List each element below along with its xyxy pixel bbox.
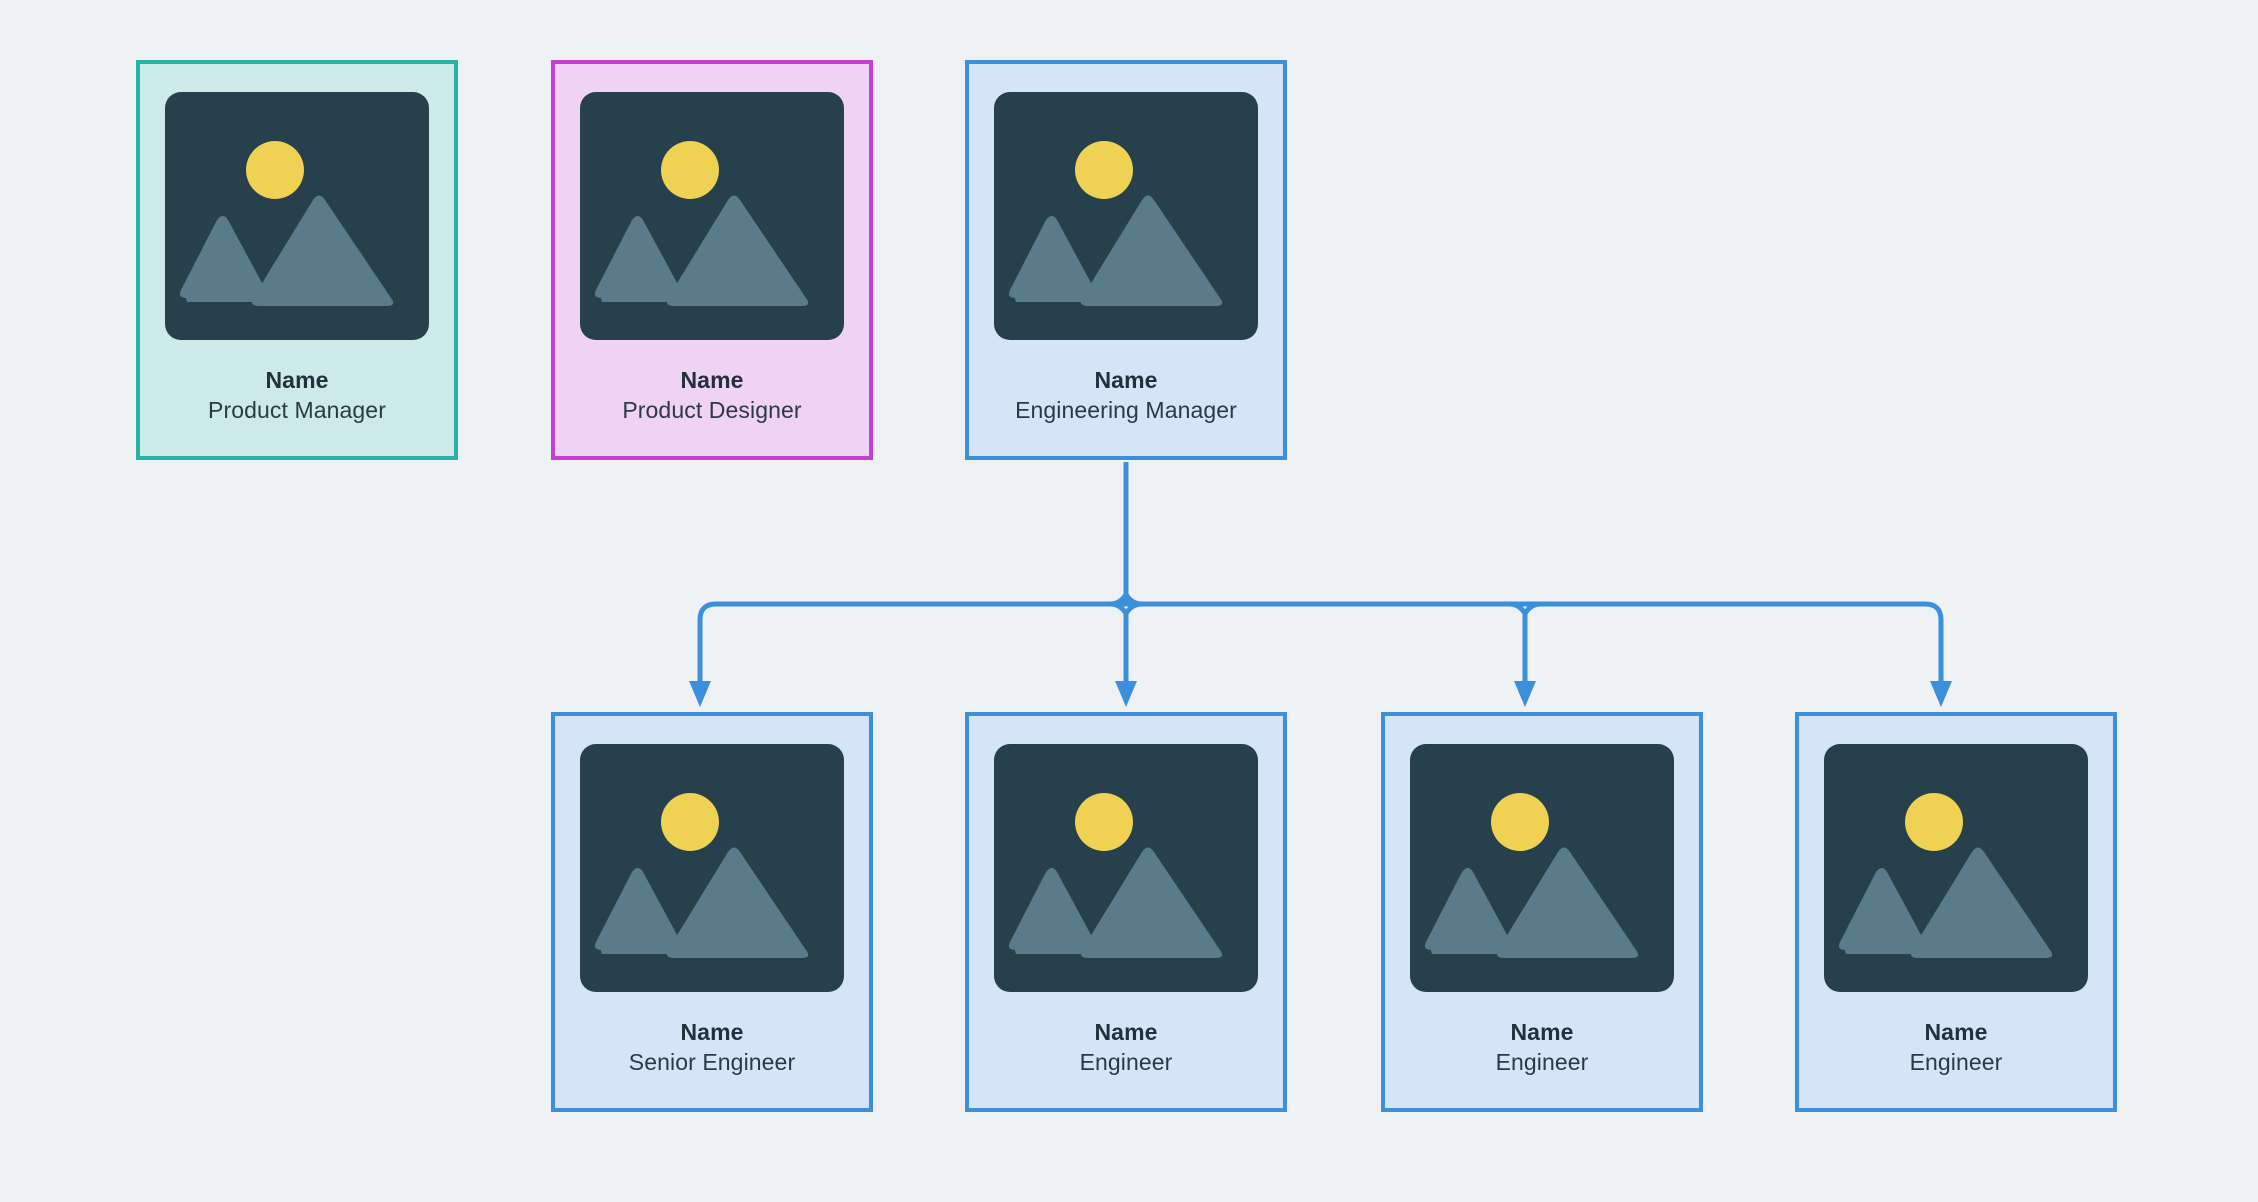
card-name: Name	[1924, 1019, 1988, 1045]
image-placeholder-icon	[994, 744, 1258, 992]
sun-icon	[1905, 793, 1963, 851]
card-role: Senior Engineer	[628, 1048, 796, 1075]
connector-line	[1924, 601, 1944, 681]
mountain-icon	[251, 195, 394, 306]
mountain-icon	[1008, 868, 1097, 950]
card-text-block: Name Engineering Manager	[969, 366, 1283, 425]
card-role: Engineering Manager	[1015, 396, 1237, 423]
image-placeholder-icon	[580, 744, 844, 992]
card-role: Product Manager	[208, 396, 386, 423]
arrow-down-icon	[1115, 681, 1137, 707]
arrow-down-icon	[1930, 681, 1952, 707]
card-text-block: Name Product Manager	[140, 366, 454, 425]
image-placeholder-icon	[580, 92, 844, 340]
card-name: Name	[680, 367, 744, 393]
node-card-engineering-manager[interactable]: Name Engineering Manager	[965, 60, 1287, 460]
card-text-block: Name Engineer	[1799, 1018, 2113, 1077]
node-card-senior-engineer[interactable]: Name Senior Engineer	[551, 712, 873, 1112]
mountain-icon	[1424, 868, 1513, 950]
card-text-block: Name Engineer	[969, 1018, 1283, 1077]
sun-icon	[661, 793, 719, 851]
mountain-icon	[179, 216, 268, 298]
mountain-icon	[666, 195, 809, 306]
card-role: Product Designer	[622, 396, 802, 423]
mountain-icon	[1838, 868, 1927, 950]
node-card-product-designer[interactable]: Name Product Designer	[551, 60, 873, 460]
connector-line	[1123, 593, 1143, 607]
sun-icon	[661, 141, 719, 199]
connector-line	[1508, 601, 1528, 615]
card-role: Engineer	[1495, 1048, 1589, 1075]
connector-line	[1109, 601, 1129, 615]
mountain-icon	[1008, 216, 1097, 298]
card-name: Name	[265, 367, 329, 393]
arrow-down-icon	[1514, 681, 1536, 707]
node-card-product-manager[interactable]: Name Product Manager	[136, 60, 458, 460]
mountain-icon	[594, 216, 683, 298]
sun-icon	[246, 141, 304, 199]
mountain-icon	[1080, 195, 1223, 306]
image-placeholder-icon	[994, 92, 1258, 340]
connector-line	[1123, 601, 1143, 615]
card-text-block: Name Product Designer	[555, 366, 869, 425]
card-role: Engineer	[1079, 1048, 1173, 1075]
sun-icon	[1075, 793, 1133, 851]
image-placeholder-icon	[1410, 744, 1674, 992]
connector-line	[1109, 593, 1129, 607]
mountain-icon	[594, 868, 683, 950]
mountain-icon	[1080, 847, 1223, 958]
mountain-icon	[1496, 847, 1639, 958]
card-text-block: Name Senior Engineer	[555, 1018, 869, 1077]
card-name: Name	[1510, 1019, 1574, 1045]
arrow-down-icon	[689, 681, 711, 707]
card-role: Engineer	[1909, 1048, 2003, 1075]
card-name: Name	[1094, 1019, 1158, 1045]
image-placeholder-icon	[165, 92, 429, 340]
sun-icon	[1491, 793, 1549, 851]
connector-line	[1522, 601, 1542, 615]
sun-icon	[1075, 141, 1133, 199]
node-card-engineer-1[interactable]: Name Engineer	[965, 712, 1287, 1112]
connector-line	[697, 601, 717, 681]
card-text-block: Name Engineer	[1385, 1018, 1699, 1077]
node-card-engineer-3[interactable]: Name Engineer	[1795, 712, 2117, 1112]
image-placeholder-icon	[1824, 744, 2088, 992]
card-name: Name	[1094, 367, 1158, 393]
card-name: Name	[680, 1019, 744, 1045]
mountain-icon	[1910, 847, 2053, 958]
mountain-icon	[666, 847, 809, 958]
node-card-engineer-2[interactable]: Name Engineer	[1381, 712, 1703, 1112]
